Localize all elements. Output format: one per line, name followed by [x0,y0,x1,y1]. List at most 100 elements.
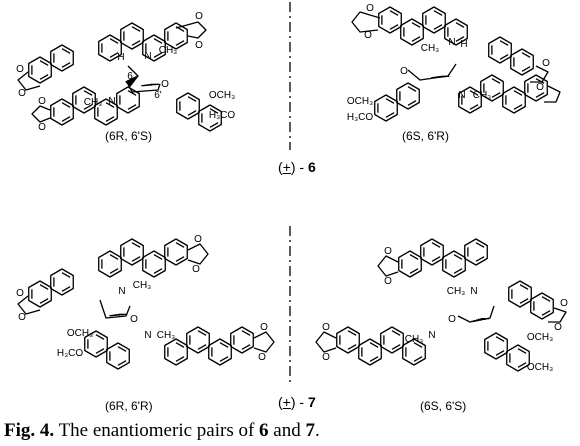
double-bond [95,348,105,354]
benzene-ring [106,342,130,370]
double-bond [475,242,485,248]
double-bond [455,36,465,42]
double-bond [219,356,229,362]
double-bond [209,108,219,114]
benzene-ring [186,326,210,354]
double-bond [389,10,399,16]
benzene-ring [336,326,360,354]
double-bond [491,78,501,84]
double-bond [409,254,419,260]
double-bond [197,330,207,336]
stereo-label-top-right: (6S, 6'R) [402,129,449,143]
benzene-ring [508,280,532,308]
double-bond [513,90,523,96]
methylenedioxy-ring [31,105,51,123]
double-bond [453,268,463,274]
benzene-ring [464,238,488,266]
benzene-ring [164,238,188,266]
atom-label: H [460,39,467,50]
double-bond [131,256,141,262]
double-bond [433,10,443,16]
double-bond [83,104,93,110]
double-bond [131,242,141,248]
double-bond [175,242,185,248]
double-bond [117,346,127,352]
double-bond [197,344,207,350]
double-bond [413,342,423,348]
double-bond [535,92,545,98]
double-bond [61,102,71,108]
atom-label: N [144,330,151,341]
atom-label: O [384,276,392,287]
double-bond [153,52,163,58]
methylenedioxy-ring [544,85,561,103]
atom-label: CH₃ [133,280,152,291]
double-bond [431,242,441,248]
methylenedioxy-ring [351,11,381,33]
double-bond [109,268,119,274]
double-bond [455,22,465,28]
stereo-label-bottom-left: (6R, 6'R) [105,399,153,413]
atom-label: O [38,122,46,133]
atom-label: O [400,66,408,77]
double-bond [491,92,501,98]
double-bond [517,362,527,368]
atom-label: H [117,52,124,63]
double-bond [153,38,163,44]
atom-label: O [38,96,46,107]
atom-label: OCH₃ [347,96,373,107]
double-bond [369,356,379,362]
double-bond [131,26,141,32]
double-bond [453,254,463,260]
double-bond [109,52,119,58]
double-bond [175,256,185,262]
double-bond [39,60,49,66]
atom-label: CH₃ [405,334,424,345]
atom-label: N [458,90,465,101]
atom-label: O [258,352,266,363]
benzene-ring [230,326,254,354]
double-bond [105,116,115,122]
benzene-ring [420,238,444,266]
double-bond [433,24,443,30]
benzene-ring [484,332,508,360]
atom-label: O [195,40,203,51]
methylenedioxy-ring [187,243,209,265]
stereo-label-top-left: (6R, 6'S) [105,129,152,143]
methylenedioxy-ring [315,331,337,353]
double-bond [219,342,229,348]
double-bond [127,104,137,110]
double-bond [513,104,523,110]
atom-label: O [16,64,24,75]
atom-label: O [322,352,330,363]
atom-label: 6' [154,90,162,101]
benzene-ring [380,326,404,354]
methylenedioxy-ring [253,331,275,353]
double-bond [519,284,529,290]
atom-label: O [536,82,544,93]
methylenedioxy-ring [377,255,399,277]
stereo-label-bottom-right: (6S, 6'S) [420,399,466,413]
atom-label: OCH₃ [527,332,553,343]
double-bond [369,342,379,348]
atom-label: CH₃ [473,90,492,101]
double-bond [407,86,417,92]
double-bond [187,96,197,102]
double-bond [499,54,509,60]
methylenedioxy-ring [17,71,41,91]
atom-label: O [18,312,26,323]
double-bond [153,254,163,260]
atom-label: O [130,314,138,325]
double-bond [39,298,49,304]
benzene-ring [176,92,200,120]
double-bond [431,256,441,262]
double-bond [39,74,49,80]
atom-label: O [18,88,26,99]
atom-label: O [194,234,202,245]
benzene-ring [120,238,144,266]
double-bond [61,116,71,122]
benzene-ring [506,344,530,372]
double-bond [153,268,163,274]
